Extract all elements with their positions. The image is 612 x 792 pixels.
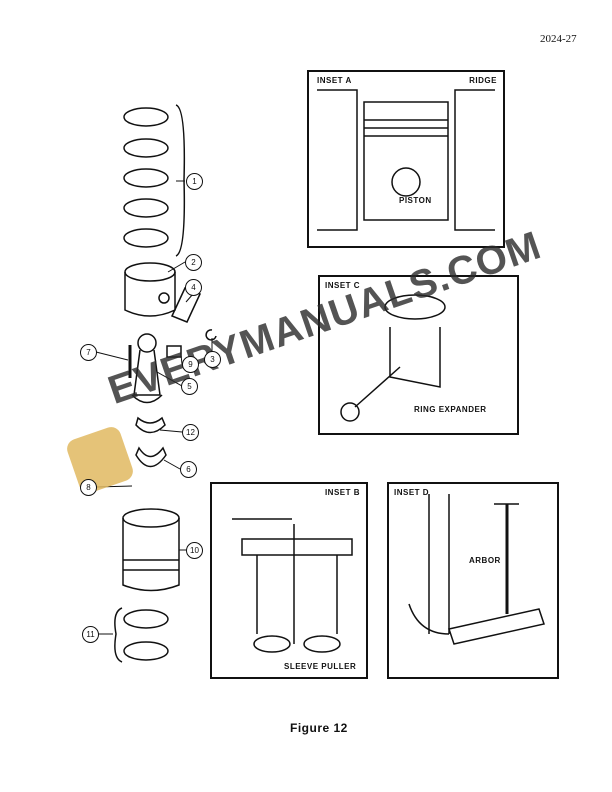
callout-4: 4 <box>185 279 202 296</box>
callout-10: 10 <box>186 542 203 559</box>
inset-b-title: INSET B <box>324 488 360 497</box>
callout-11: 11 <box>82 626 99 643</box>
callout-6: 6 <box>180 461 197 478</box>
ring-expander-label: RING EXPANDER <box>414 405 487 414</box>
callout-3: 3 <box>204 351 221 368</box>
cylinder-sleeve <box>122 508 180 592</box>
callout-1: 1 <box>186 173 203 190</box>
inset-d-title: INSET D <box>394 488 430 497</box>
callout-7: 7 <box>80 344 97 361</box>
piston-pin <box>170 287 202 323</box>
piston-label: PISTON <box>399 196 432 205</box>
inset-a: INSET A RIDGE PISTON <box>307 70 505 248</box>
inset-d: INSET D ARBOR <box>387 482 559 679</box>
callout-5: 5 <box>181 378 198 395</box>
sleeve-puller-drawing <box>232 518 353 653</box>
arbor-label: ARBOR <box>469 556 501 565</box>
callout-8: 8 <box>80 479 97 496</box>
inset-a-title: INSET A <box>317 76 352 85</box>
cylinder-ridge-drawing <box>317 89 495 231</box>
inset-c: INSET C RING EXPANDER <box>318 275 519 435</box>
inset-b: INSET B SLEEVE PULLER <box>210 482 368 679</box>
callout-2: 2 <box>185 254 202 271</box>
ring-expander-drawing <box>340 294 446 422</box>
page-number: 2024-27 <box>540 33 577 45</box>
piston-rings <box>123 107 169 248</box>
callout-12: 12 <box>182 424 199 441</box>
piston <box>124 262 176 317</box>
arbor-drawing <box>408 494 545 645</box>
figure-caption: Figure 12 <box>290 721 348 735</box>
callout-9: 9 <box>182 356 199 373</box>
inset-c-title: INSET C <box>325 281 361 290</box>
sleeve-puller-label: SLEEVE PULLER <box>284 662 357 671</box>
ridge-label: RIDGE <box>469 76 497 85</box>
